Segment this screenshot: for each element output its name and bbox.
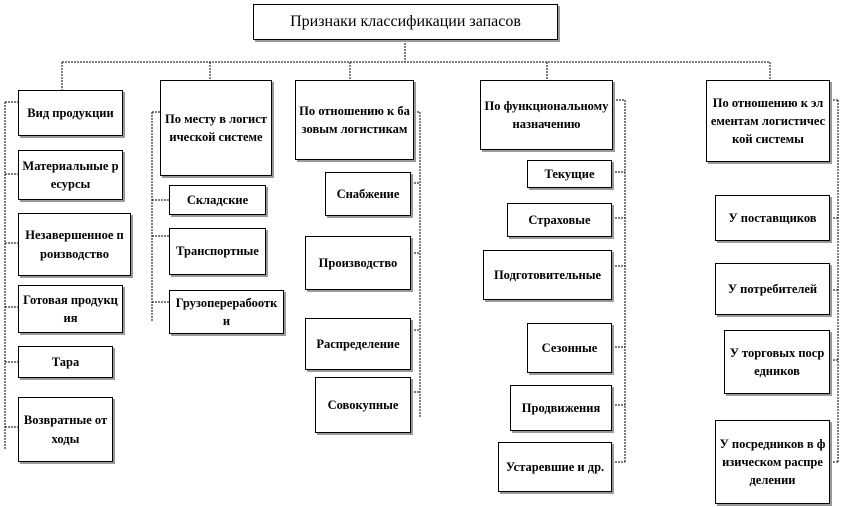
- node-handling: Грузоперерабоотки: [169, 290, 284, 334]
- node-current: Текущие: [527, 160, 612, 188]
- header-system-elements: По отношению к элементам логистической с…: [706, 80, 830, 162]
- header-product-type: Вид продукции: [18, 90, 123, 136]
- header-functional-purpose: По функциональному назначению: [480, 80, 613, 150]
- node-aggregate: Совокупные: [315, 377, 411, 433]
- node-preparatory: Подготовительные: [483, 250, 612, 300]
- node-trade-intermediaries: У торговых посредников: [724, 330, 830, 394]
- node-work-in-progress: Незавершенное производство: [18, 213, 131, 276]
- node-distribution: Распределение: [305, 318, 411, 370]
- node-suppliers: У поставщиков: [715, 195, 830, 241]
- node-consumers: У потребителей: [715, 263, 830, 315]
- diagram-title: Признаки классификации запасов: [253, 4, 558, 40]
- node-returnable-waste: Возвратные отходы: [18, 397, 113, 462]
- node-transport: Транспортные: [169, 228, 266, 275]
- header-logistics-place: По месту в логистической системе: [160, 80, 272, 176]
- node-material-resources: Материальные ресурсы: [18, 150, 123, 200]
- node-promotion: Продвижения: [510, 385, 612, 431]
- node-finished-products: Готовая продукция: [18, 285, 123, 333]
- node-packaging: Тара: [18, 346, 113, 378]
- node-warehouse: Складские: [169, 185, 266, 215]
- node-seasonal: Сезонные: [527, 323, 612, 373]
- node-production: Производство: [305, 236, 411, 290]
- node-obsolete: Устаревшие и др.: [498, 442, 612, 492]
- header-base-logistics: По отношению к базовым логистикам: [295, 80, 414, 160]
- node-supply: Снабжение: [325, 172, 411, 216]
- node-safety: Страховые: [507, 203, 612, 237]
- node-distribution-intermediaries: У посредников в физическом распределении: [715, 420, 830, 504]
